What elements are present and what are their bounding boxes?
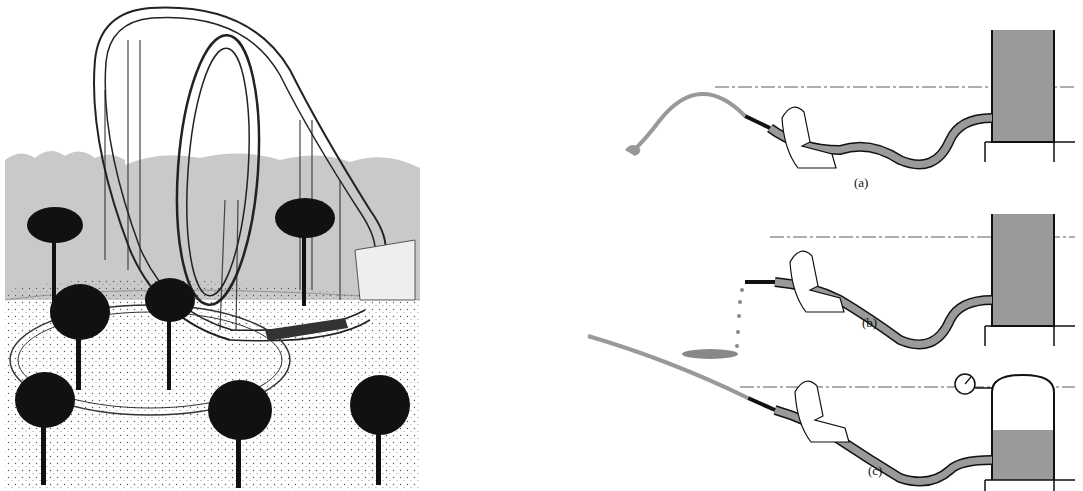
hose-pressure-tank-c [588,336,1075,491]
roller-coaster [5,8,420,491]
subfigure-label: (a) [854,176,868,189]
hose-open-tank-b [682,214,1075,359]
hose-open-tank-a [625,30,1075,168]
subfigure-label: (b) [862,316,877,329]
subfigure-label: (c) [868,464,882,477]
